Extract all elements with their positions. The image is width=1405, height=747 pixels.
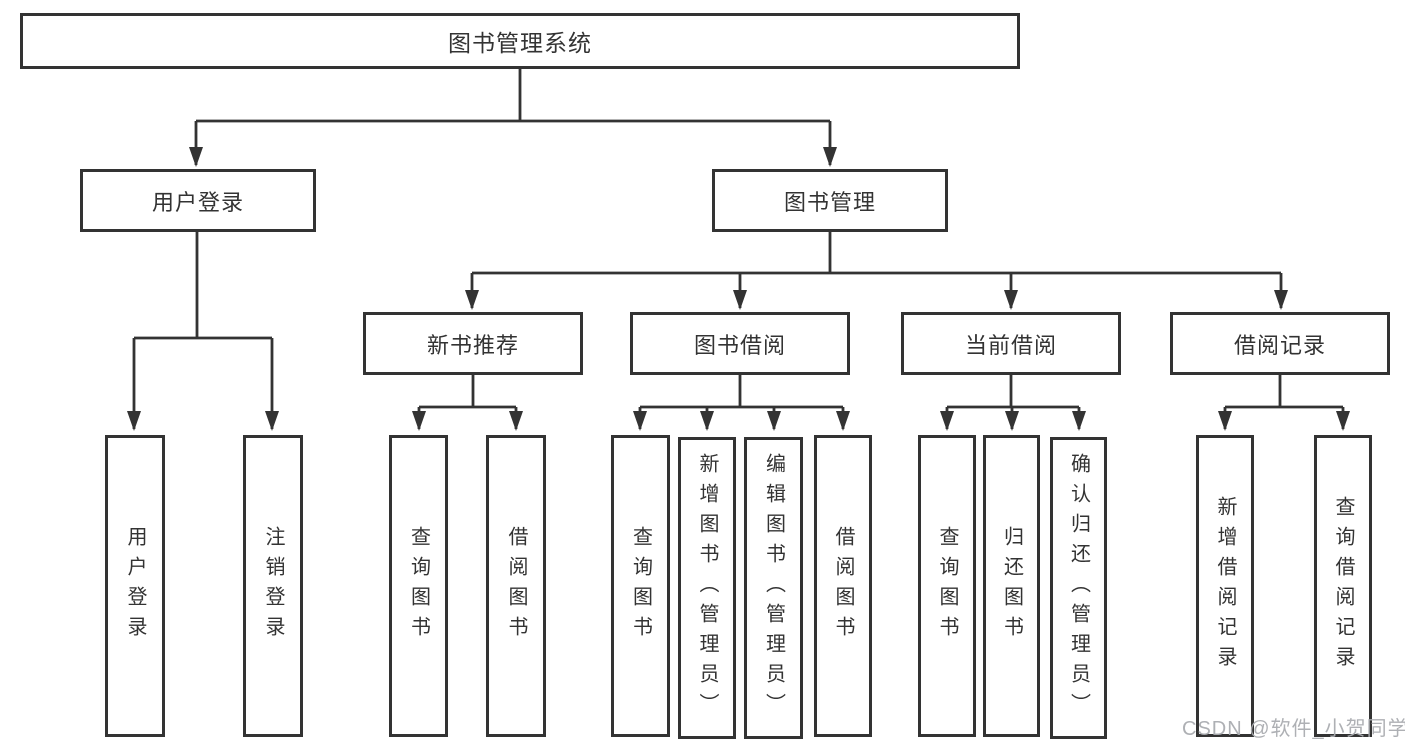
leaf-borrow-borrow-book: 借阅图书: [814, 435, 872, 737]
leaf-user-login-label: 用户登录: [124, 526, 146, 646]
leaf-current-return-book-label: 归还图书: [1000, 526, 1023, 646]
leaf-record-query-label: 查询借阅记录: [1332, 496, 1354, 676]
csdn-watermark: CSDN @软件_小贺同学: [1182, 718, 1405, 740]
leaf-current-return-book: 归还图书: [983, 435, 1040, 737]
leaf-record-add: 新增借阅记录: [1196, 435, 1254, 737]
leaf-borrow-add-book-label: 新增图书（管理员）: [696, 453, 718, 723]
leaf-newbook-borrow-book: 借阅图书: [486, 435, 546, 737]
node-user-login: 用户登录: [80, 169, 316, 232]
leaf-record-add-label: 新增借阅记录: [1214, 496, 1236, 676]
node-new-book-recommend-label: 新书推荐: [426, 332, 519, 358]
node-borrow-record-label: 借阅记录: [1233, 332, 1326, 358]
leaf-record-query: 查询借阅记录: [1314, 435, 1372, 737]
node-book-borrow-label: 图书借阅: [693, 332, 786, 358]
node-current-borrow-label: 当前借阅: [964, 332, 1057, 358]
leaf-current-query-book: 查询图书: [918, 435, 976, 737]
node-user-login-label: 用户登录: [151, 189, 244, 215]
leaf-newbook-query-book: 查询图书: [389, 435, 448, 737]
node-new-book-recommend: 新书推荐: [363, 312, 583, 375]
leaf-borrow-add-book: 新增图书（管理员）: [678, 437, 736, 739]
leaf-borrow-query-book-label: 查询图书: [629, 526, 652, 646]
leaf-borrow-edit-book-label: 编辑图书（管理员）: [762, 453, 785, 723]
node-borrow-record: 借阅记录: [1170, 312, 1390, 375]
leaf-user-login: 用户登录: [105, 435, 165, 737]
leaf-logout: 注销登录: [243, 435, 303, 737]
node-current-borrow: 当前借阅: [901, 312, 1121, 375]
node-root: 图书管理系统: [20, 13, 1020, 69]
leaf-logout-label: 注销登录: [262, 526, 284, 646]
leaf-borrow-query-book: 查询图书: [611, 435, 670, 737]
node-root-label: 图书管理系统: [448, 30, 592, 56]
leaf-borrow-edit-book: 编辑图书（管理员）: [744, 437, 803, 739]
leaf-current-query-book-label: 查询图书: [936, 526, 958, 646]
node-book-management-label: 图书管理: [783, 189, 876, 215]
leaf-newbook-borrow-book-label: 借阅图书: [505, 526, 527, 646]
leaf-borrow-borrow-book-label: 借阅图书: [832, 526, 854, 646]
leaf-newbook-query-book-label: 查询图书: [407, 526, 430, 646]
leaf-current-confirm-return: 确认归还（管理员）: [1050, 437, 1107, 739]
node-book-management: 图书管理: [712, 169, 948, 232]
node-book-borrow: 图书借阅: [630, 312, 850, 375]
leaf-current-confirm-return-label: 确认归还（管理员）: [1067, 453, 1090, 723]
